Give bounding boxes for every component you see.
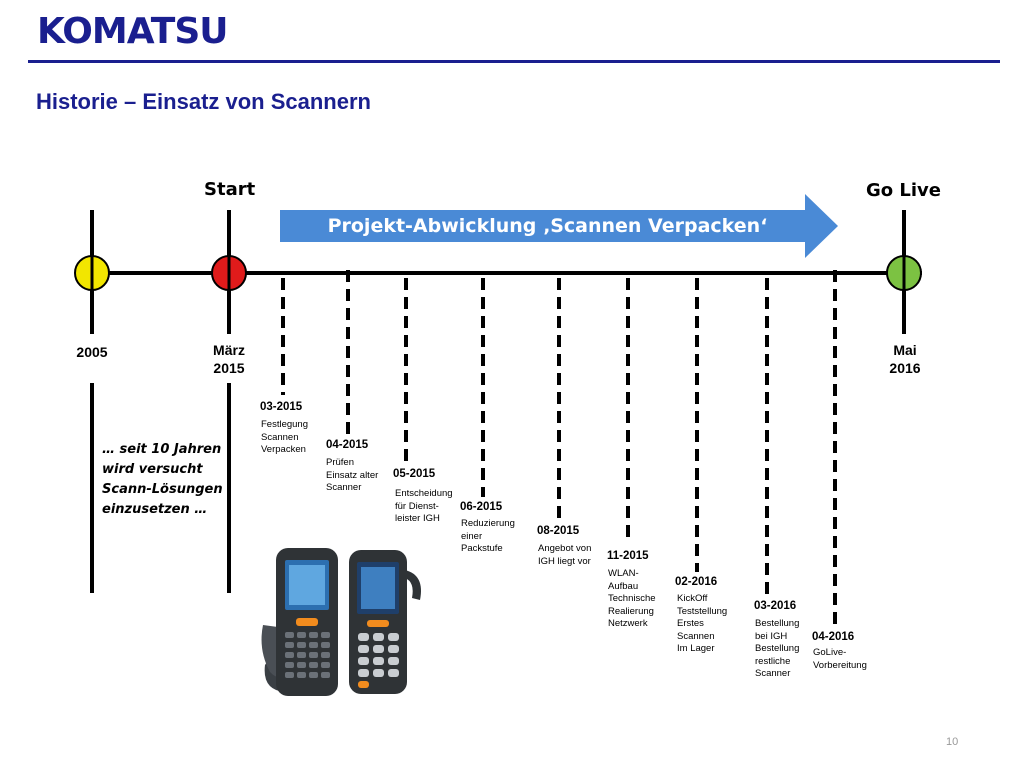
header-divider	[28, 60, 1000, 63]
milestone-golive-label: Mai 2016	[889, 342, 921, 376]
event-date: 05-2015	[393, 468, 436, 480]
event-date: 03-2016	[754, 600, 797, 612]
scanner-devices-image	[261, 548, 421, 696]
event-date: 11-2015	[607, 550, 649, 562]
golive-heading: Go Live	[866, 180, 941, 201]
event-text: Angebot von IGH liegt vor	[538, 543, 592, 567]
event-text: KickOff Teststellung Erstes Scannen Im L…	[677, 593, 728, 654]
project-arrow-label: Projekt-Abwicklung ‚Scannen Verpacken‘	[327, 215, 768, 237]
event-date: 02-2016	[675, 576, 718, 588]
event-date: 04-2016	[812, 631, 855, 643]
slide-title: Historie – Einsatz von Scannern	[36, 89, 371, 114]
event-date: 06-2015	[460, 501, 503, 513]
milestone-2005-marker	[74, 255, 110, 291]
milestone-2005-label: 2005	[76, 344, 108, 360]
milestone-start-label: März 2015	[213, 342, 245, 376]
event-date: 08-2015	[537, 525, 580, 537]
event-text: Reduzierung einer Packstufe	[461, 518, 515, 554]
event-text: Prüfen Einsatz alter Scanner	[326, 457, 379, 493]
event-text: WLAN- Aufbau Technische Realierung Netzw…	[608, 568, 656, 629]
komatsu-logo: KOMATSU	[37, 11, 228, 52]
event-text: GoLive- Vorbereitung	[813, 647, 867, 671]
page-number: 10	[946, 736, 959, 748]
event-date: 04-2015	[326, 439, 369, 451]
event-text: Entscheidung für Dienst- leister IGH	[395, 488, 453, 524]
project-arrow	[280, 194, 838, 258]
milestone-golive-marker	[886, 255, 922, 291]
event-text: Bestellung bei IGH Bestellung restliche …	[755, 618, 800, 679]
start-heading: Start	[204, 179, 256, 200]
event-text: Festlegung Scannen Verpacken	[261, 419, 309, 455]
event-date: 03-2015	[260, 401, 303, 413]
milestone-start-marker	[211, 255, 247, 291]
history-note: … seit 10 Jahren wird versucht Scann-Lös…	[102, 442, 223, 517]
